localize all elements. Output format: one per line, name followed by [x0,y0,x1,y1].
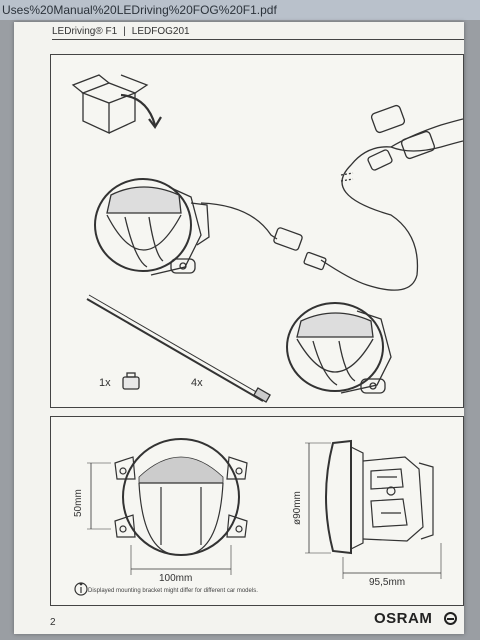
header-separator: | [123,26,126,37]
contents-panel: 1x 4x [50,54,464,408]
dimensions-panel: 50mm 100mm ø90mm 95,5mm [50,416,464,606]
manual-page: LEDriving® F1 | LEDFOG201 [14,22,464,634]
lamp-cable-left [200,202,278,240]
header-rule [52,39,464,40]
connector-mid [303,251,327,271]
unboxing-icon [71,74,162,135]
lamp-side-view [325,439,434,555]
harness-plug-1 [370,104,406,134]
cable-tie [86,298,264,402]
page-header: LEDriving® F1 | LEDFOG201 [52,26,190,37]
page-number: 2 [50,617,56,628]
header-code: LEDFOG201 [131,26,190,37]
fog-lamp-right [286,302,392,394]
dim-height-label: 50mm [73,489,84,517]
info-icon [74,582,88,596]
contents-illustration [71,74,463,403]
fog-lamp-left [94,178,210,276]
connector-left [273,227,303,251]
header-product: LEDriving® F1 [52,26,118,37]
cable-tie-quantity: 4x [191,377,203,389]
extension-cable [320,146,419,291]
connector-quantity: 1x [99,377,111,389]
osram-logo-mark [444,612,457,625]
harness-plug-3 [367,149,393,171]
dim-diameter-label: ø90mm [292,491,303,525]
dim-width-label: 100mm [159,573,193,584]
lamp-front-view [114,438,248,556]
spare-connector [122,376,140,390]
pdf-window-title: Uses%20Manual%20LEDriving%20FOG%20F1.pdf [0,0,480,20]
dimensions-drawing [74,438,442,596]
mounting-disclaimer: Displayed mounting bracket might differ … [88,588,258,594]
osram-logo: OSRAM [374,610,433,627]
dim-depth-label: 95,5mm [369,577,406,588]
harness-plug-2 [400,130,436,160]
